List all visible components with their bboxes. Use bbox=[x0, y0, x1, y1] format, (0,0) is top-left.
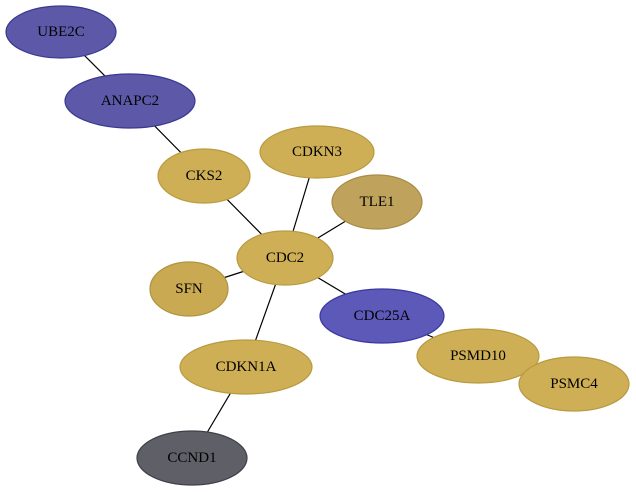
node-sfn[interactable]: SFN bbox=[149, 261, 229, 317]
node-label: CDC25A bbox=[354, 308, 411, 324]
node-label: PSMC4 bbox=[550, 376, 598, 392]
node-shape bbox=[259, 125, 375, 179]
node-shape bbox=[236, 230, 334, 286]
node-shape bbox=[64, 73, 196, 129]
node-label: ANAPC2 bbox=[101, 93, 159, 109]
node-ccnd1[interactable]: CCND1 bbox=[136, 430, 248, 486]
node-shape bbox=[136, 430, 248, 486]
node-label: CDC2 bbox=[266, 250, 304, 266]
node-label: CDKN1A bbox=[216, 359, 277, 375]
node-shape bbox=[157, 148, 251, 204]
node-shape bbox=[416, 328, 540, 384]
node-cdc25a[interactable]: CDC25A bbox=[319, 288, 445, 344]
node-cdkn1a[interactable]: CDKN1A bbox=[179, 339, 313, 395]
node-label: CCND1 bbox=[167, 450, 216, 466]
node-label: CKS2 bbox=[186, 168, 223, 184]
node-shape bbox=[319, 288, 445, 344]
node-psmd10[interactable]: PSMD10 bbox=[416, 328, 540, 384]
node-shape bbox=[179, 339, 313, 395]
node-anapc2[interactable]: ANAPC2 bbox=[64, 73, 196, 129]
node-label: PSMD10 bbox=[450, 348, 506, 364]
node-cdkn3[interactable]: CDKN3 bbox=[259, 125, 375, 179]
node-label: SFN bbox=[175, 281, 203, 297]
node-shape bbox=[518, 356, 630, 412]
node-label: TLE1 bbox=[360, 194, 395, 210]
node-shape bbox=[331, 174, 423, 230]
node-ube2c[interactable]: UBE2C bbox=[5, 5, 117, 59]
node-psmc4[interactable]: PSMC4 bbox=[518, 356, 630, 412]
node-label: UBE2C bbox=[37, 24, 85, 40]
node-shape bbox=[149, 261, 229, 317]
node-label: CDKN3 bbox=[292, 144, 342, 160]
node-cks2[interactable]: CKS2 bbox=[157, 148, 251, 204]
node-tle1[interactable]: TLE1 bbox=[331, 174, 423, 230]
node-cdc2[interactable]: CDC2 bbox=[236, 230, 334, 286]
node-shape bbox=[5, 5, 117, 59]
